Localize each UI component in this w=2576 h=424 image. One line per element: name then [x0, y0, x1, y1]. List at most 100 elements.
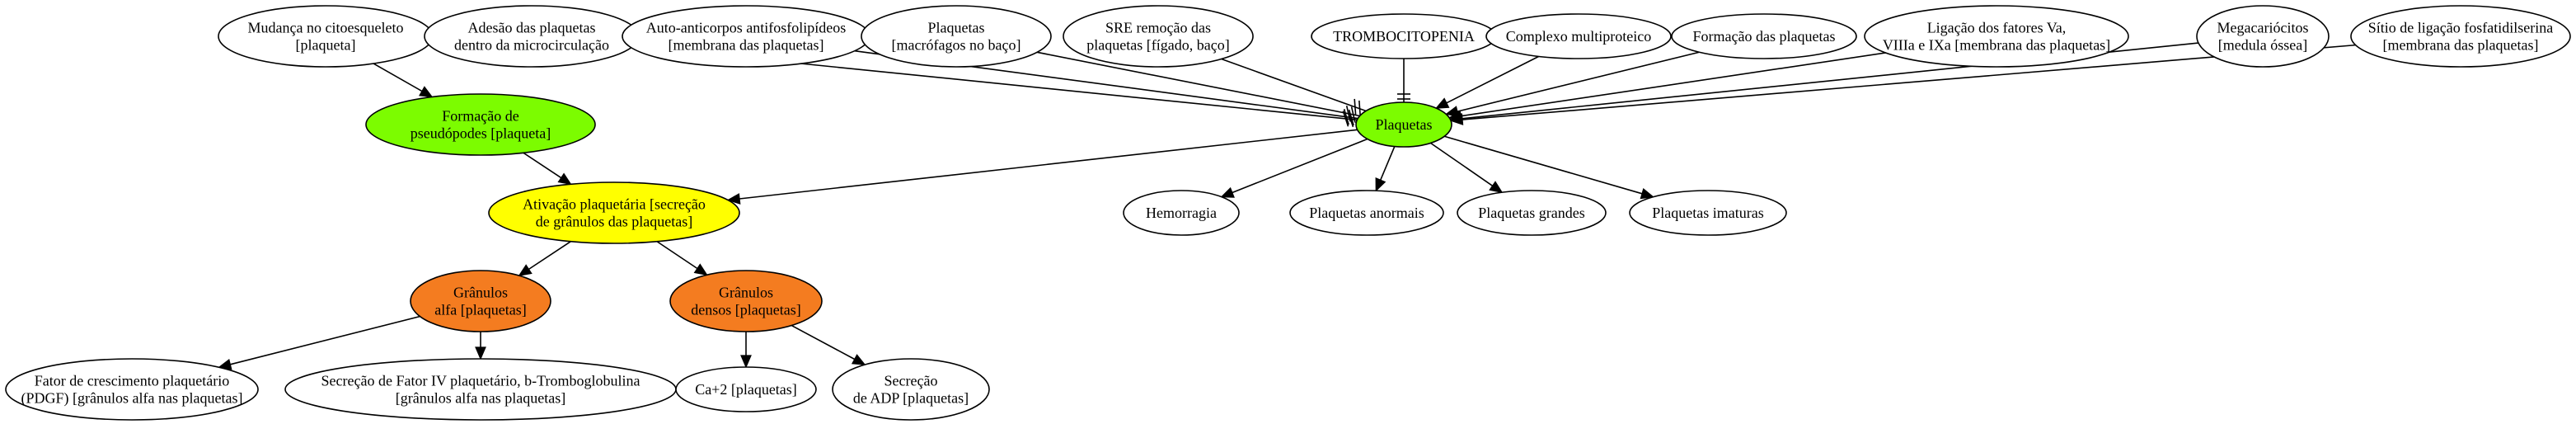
edge-line: [1221, 58, 1367, 112]
slash-mark: [1354, 98, 1357, 115]
node-formacao: Formação das plaquetas: [1671, 13, 1857, 59]
node-fator4: Secreção de Fator IV plaquetário, b-Trom…: [284, 358, 677, 421]
edge-ligacao-plaquetas: [1448, 52, 1886, 122]
edge-plaquetas-hemorragia: [1220, 138, 1368, 198]
node-label: Megacariócitos: [2217, 20, 2309, 36]
edge-alfa-pdgf: [218, 315, 420, 370]
node-shape: [5, 358, 259, 421]
node-label: Sítio de ligação fosfatidilserina: [2368, 20, 2553, 36]
node-auto: Auto-anticorpos antifosfolipídeos[membra…: [622, 5, 870, 68]
node-label: TROMBOCITOPENIA: [1333, 28, 1475, 45]
arrowhead: [1220, 186, 1235, 198]
node-label: Formação das plaquetas: [1693, 28, 1836, 45]
node-label: plaquetas [fígado, baço]: [1086, 37, 1229, 54]
node-shape: [365, 93, 596, 156]
edge-line: [1460, 52, 1886, 117]
node-label: [macrófagos no baço]: [892, 37, 1021, 54]
edge-sitio-plaquetas: [1449, 44, 2356, 125]
node-shape: [1457, 190, 1607, 236]
node-label: Secreção de Fator IV plaquetário, b-Trom…: [321, 373, 640, 389]
node-label: [membrana das plaquetas]: [669, 37, 824, 54]
node-label: Ativação plaquetária [secreção: [523, 196, 706, 213]
node-shape: [1671, 13, 1857, 59]
node-label: Adesão das plaquetas: [468, 20, 596, 36]
node-shape: [1123, 190, 1240, 236]
node-label: densos [plaquetas]: [691, 302, 800, 318]
node-label: Grânulos: [453, 285, 508, 301]
edge-line: [523, 152, 562, 179]
edge-macrofagos-plaquetas: [1036, 51, 1360, 123]
node-label: [medula óssea]: [2218, 37, 2307, 54]
node-label: pseudópodes [plaqueta]: [411, 125, 551, 142]
slash-mark: [1343, 108, 1349, 125]
arrowhead: [1489, 181, 1504, 194]
node-label: dentro da microcirculação: [454, 37, 609, 54]
node-label: SRE remoção das: [1105, 20, 1211, 36]
edge-densos-adp: [791, 324, 866, 365]
node-shape: [1355, 101, 1452, 148]
node-label: Auto-anticorpos antifosfolipídeos: [646, 20, 846, 36]
node-label: Plaquetas grandes: [1478, 205, 1584, 221]
node-mega: Megacariócitos[medula óssea]: [2196, 5, 2330, 68]
arrowhead: [1640, 188, 1654, 200]
arrowhead: [557, 172, 572, 186]
arrowhead: [851, 354, 866, 365]
node-shape: [2196, 5, 2330, 68]
edge-line: [373, 63, 423, 92]
node-ca: Ca+2 [plaquetas]: [675, 366, 817, 412]
node-label: Ligação dos fatores Va,: [1927, 20, 2067, 36]
edge-tromb-plaquetas: [1397, 59, 1410, 102]
edge-line: [1444, 135, 1643, 195]
node-anormais: Plaquetas anormais: [1289, 190, 1444, 236]
node-ligacao: Ligação dos fatores Va,VIIIa e IXa [memb…: [1864, 5, 2129, 68]
edge-plaquetas-imaturas: [1444, 135, 1654, 200]
node-label: Plaquetas: [928, 20, 985, 36]
edge-ativacao-alfa: [518, 241, 571, 276]
slash-mark: [1345, 105, 1351, 122]
node-shape: [669, 270, 823, 332]
edge-line: [1446, 55, 1540, 104]
node-shape: [1864, 5, 2129, 68]
node-label: [grânulos alfa nas plaquetas]: [396, 390, 565, 407]
node-pdgf: Fator de crescimento plaquetário(PDGF) […: [5, 358, 259, 421]
node-shape: [1289, 190, 1444, 236]
node-complexo: Complexo multiproteico: [1485, 13, 1672, 59]
node-shape: [832, 358, 990, 421]
node-shape: [410, 270, 551, 332]
node-label: [membrana das plaquetas]: [2383, 37, 2539, 54]
node-label: Complexo multiproteico: [1506, 28, 1651, 45]
edge-mudanca-pseudo: [373, 63, 434, 98]
node-label: Plaquetas anormais: [1309, 205, 1424, 221]
slash-mark: [1358, 100, 1362, 117]
node-label: (PDGF) [grânulos alfa nas plaquetas]: [21, 390, 243, 408]
node-label: Fator de crescimento plaquetário: [35, 373, 229, 389]
node-shape: [1063, 5, 1254, 68]
arrowhead: [740, 355, 752, 369]
node-label: Ca+2 [plaquetas]: [695, 381, 797, 398]
arrowhead: [693, 263, 708, 276]
node-shape: [675, 366, 817, 412]
edge-line: [1457, 51, 1700, 112]
node-mudanca: Mudança no citoesqueleto[plaqueta]: [218, 5, 434, 68]
node-shape: [861, 5, 1052, 68]
edge-line: [1429, 142, 1494, 186]
node-label: Plaquetas imaturas: [1652, 205, 1763, 221]
node-label: Mudança no citoesqueleto: [248, 20, 404, 36]
slash-mark: [1348, 109, 1354, 126]
node-label: [plaqueta]: [296, 37, 356, 54]
edge-line: [656, 241, 698, 270]
arrowhead: [475, 346, 486, 360]
node-shape: [1485, 13, 1672, 59]
edge-ativacao-densos: [656, 241, 708, 276]
node-label: Grânulos: [719, 285, 773, 301]
node-label: VIIIa e IXa [membrana das plaquetas]: [1883, 37, 2110, 54]
slash-mark: [1342, 111, 1349, 127]
edge-densos-ca: [740, 332, 752, 369]
